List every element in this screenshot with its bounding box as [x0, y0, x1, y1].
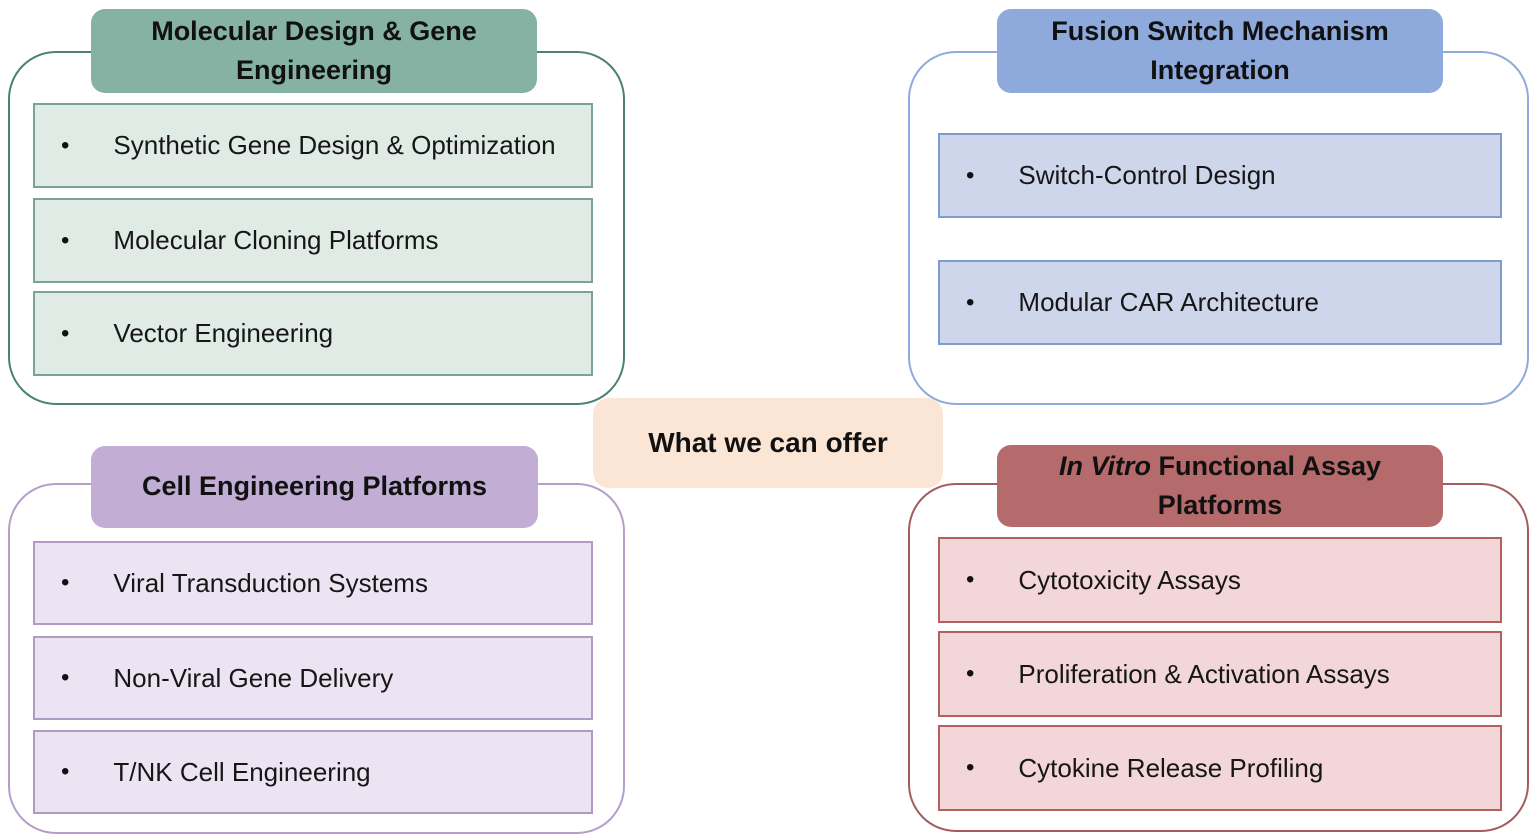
cell-panel-title: Cell Engineering Platforms [91, 446, 538, 528]
list-item-label: Viral Transduction Systems [113, 567, 428, 598]
fusion-panel [908, 51, 1529, 405]
list-item: • Molecular Cloning Platforms [33, 198, 593, 283]
list-item: • Vector Engineering [33, 291, 593, 376]
list-item-label: Synthetic Gene Design & Optimization [113, 130, 556, 160]
list-item-label: Non-Viral Gene Delivery [113, 662, 394, 693]
list-item-label: Modular CAR Architecture [1018, 287, 1319, 317]
panel-title-italic-part: In Vitro [1058, 450, 1151, 481]
list-item-label: Cytokine Release Profiling [1018, 752, 1324, 783]
list-item: • Viral Transduction Systems [33, 541, 593, 625]
panel-title-label: In Vitro Functional Assay Platforms [1027, 447, 1413, 525]
list-item: • Cytokine Release Profiling [938, 725, 1502, 811]
list-item-label: T/NK Cell Engineering [113, 756, 371, 787]
list-item-label: Proliferation & Activation Assays [1018, 658, 1390, 689]
bullet-icon: • [966, 288, 975, 316]
fusion-panel-title: Fusion Switch Mechanism Integration [997, 9, 1443, 93]
list-item: • Modular CAR Architecture [938, 260, 1502, 345]
list-item-label: Switch-Control Design [1018, 160, 1276, 190]
list-item: • Proliferation & Activation Assays [938, 631, 1502, 717]
list-item-label: Molecular Cloning Platforms [113, 225, 439, 255]
list-item-label: Cytotoxicity Assays [1018, 564, 1241, 595]
list-item: • Switch-Control Design [938, 133, 1502, 218]
bullet-icon: • [61, 131, 70, 159]
center-offer-node: What we can offer [593, 398, 943, 488]
list-item-label: Vector Engineering [113, 318, 334, 348]
molecular-panel-title: Molecular Design & Gene Engineering [91, 9, 537, 93]
bullet-icon: • [966, 754, 975, 781]
panel-title-label: Fusion Switch Mechanism Integration [1051, 15, 1389, 85]
bullet-icon: • [966, 161, 975, 189]
bullet-icon: • [61, 758, 70, 785]
list-item: • Cytotoxicity Assays [938, 537, 1502, 623]
bullet-icon: • [61, 664, 70, 691]
bullet-icon: • [61, 569, 70, 596]
bullet-icon: • [61, 226, 70, 254]
panel-title-label: Cell Engineering Platforms [141, 471, 488, 502]
bullet-icon: • [966, 660, 975, 687]
bullet-icon: • [61, 319, 70, 347]
center-offer-label: What we can offer [648, 427, 888, 458]
list-item: • T/NK Cell Engineering [33, 730, 593, 814]
list-item: • Synthetic Gene Design & Optimization [33, 103, 593, 188]
list-item: • Non-Viral Gene Delivery [33, 636, 593, 720]
panel-title-label: Molecular Design & Gene Engineering [151, 15, 477, 85]
bullet-icon: • [966, 566, 975, 593]
invitro-panel-title: In Vitro Functional Assay Platforms [997, 445, 1443, 527]
panel-title-rest-part: Functional Assay Platforms [1150, 450, 1382, 520]
